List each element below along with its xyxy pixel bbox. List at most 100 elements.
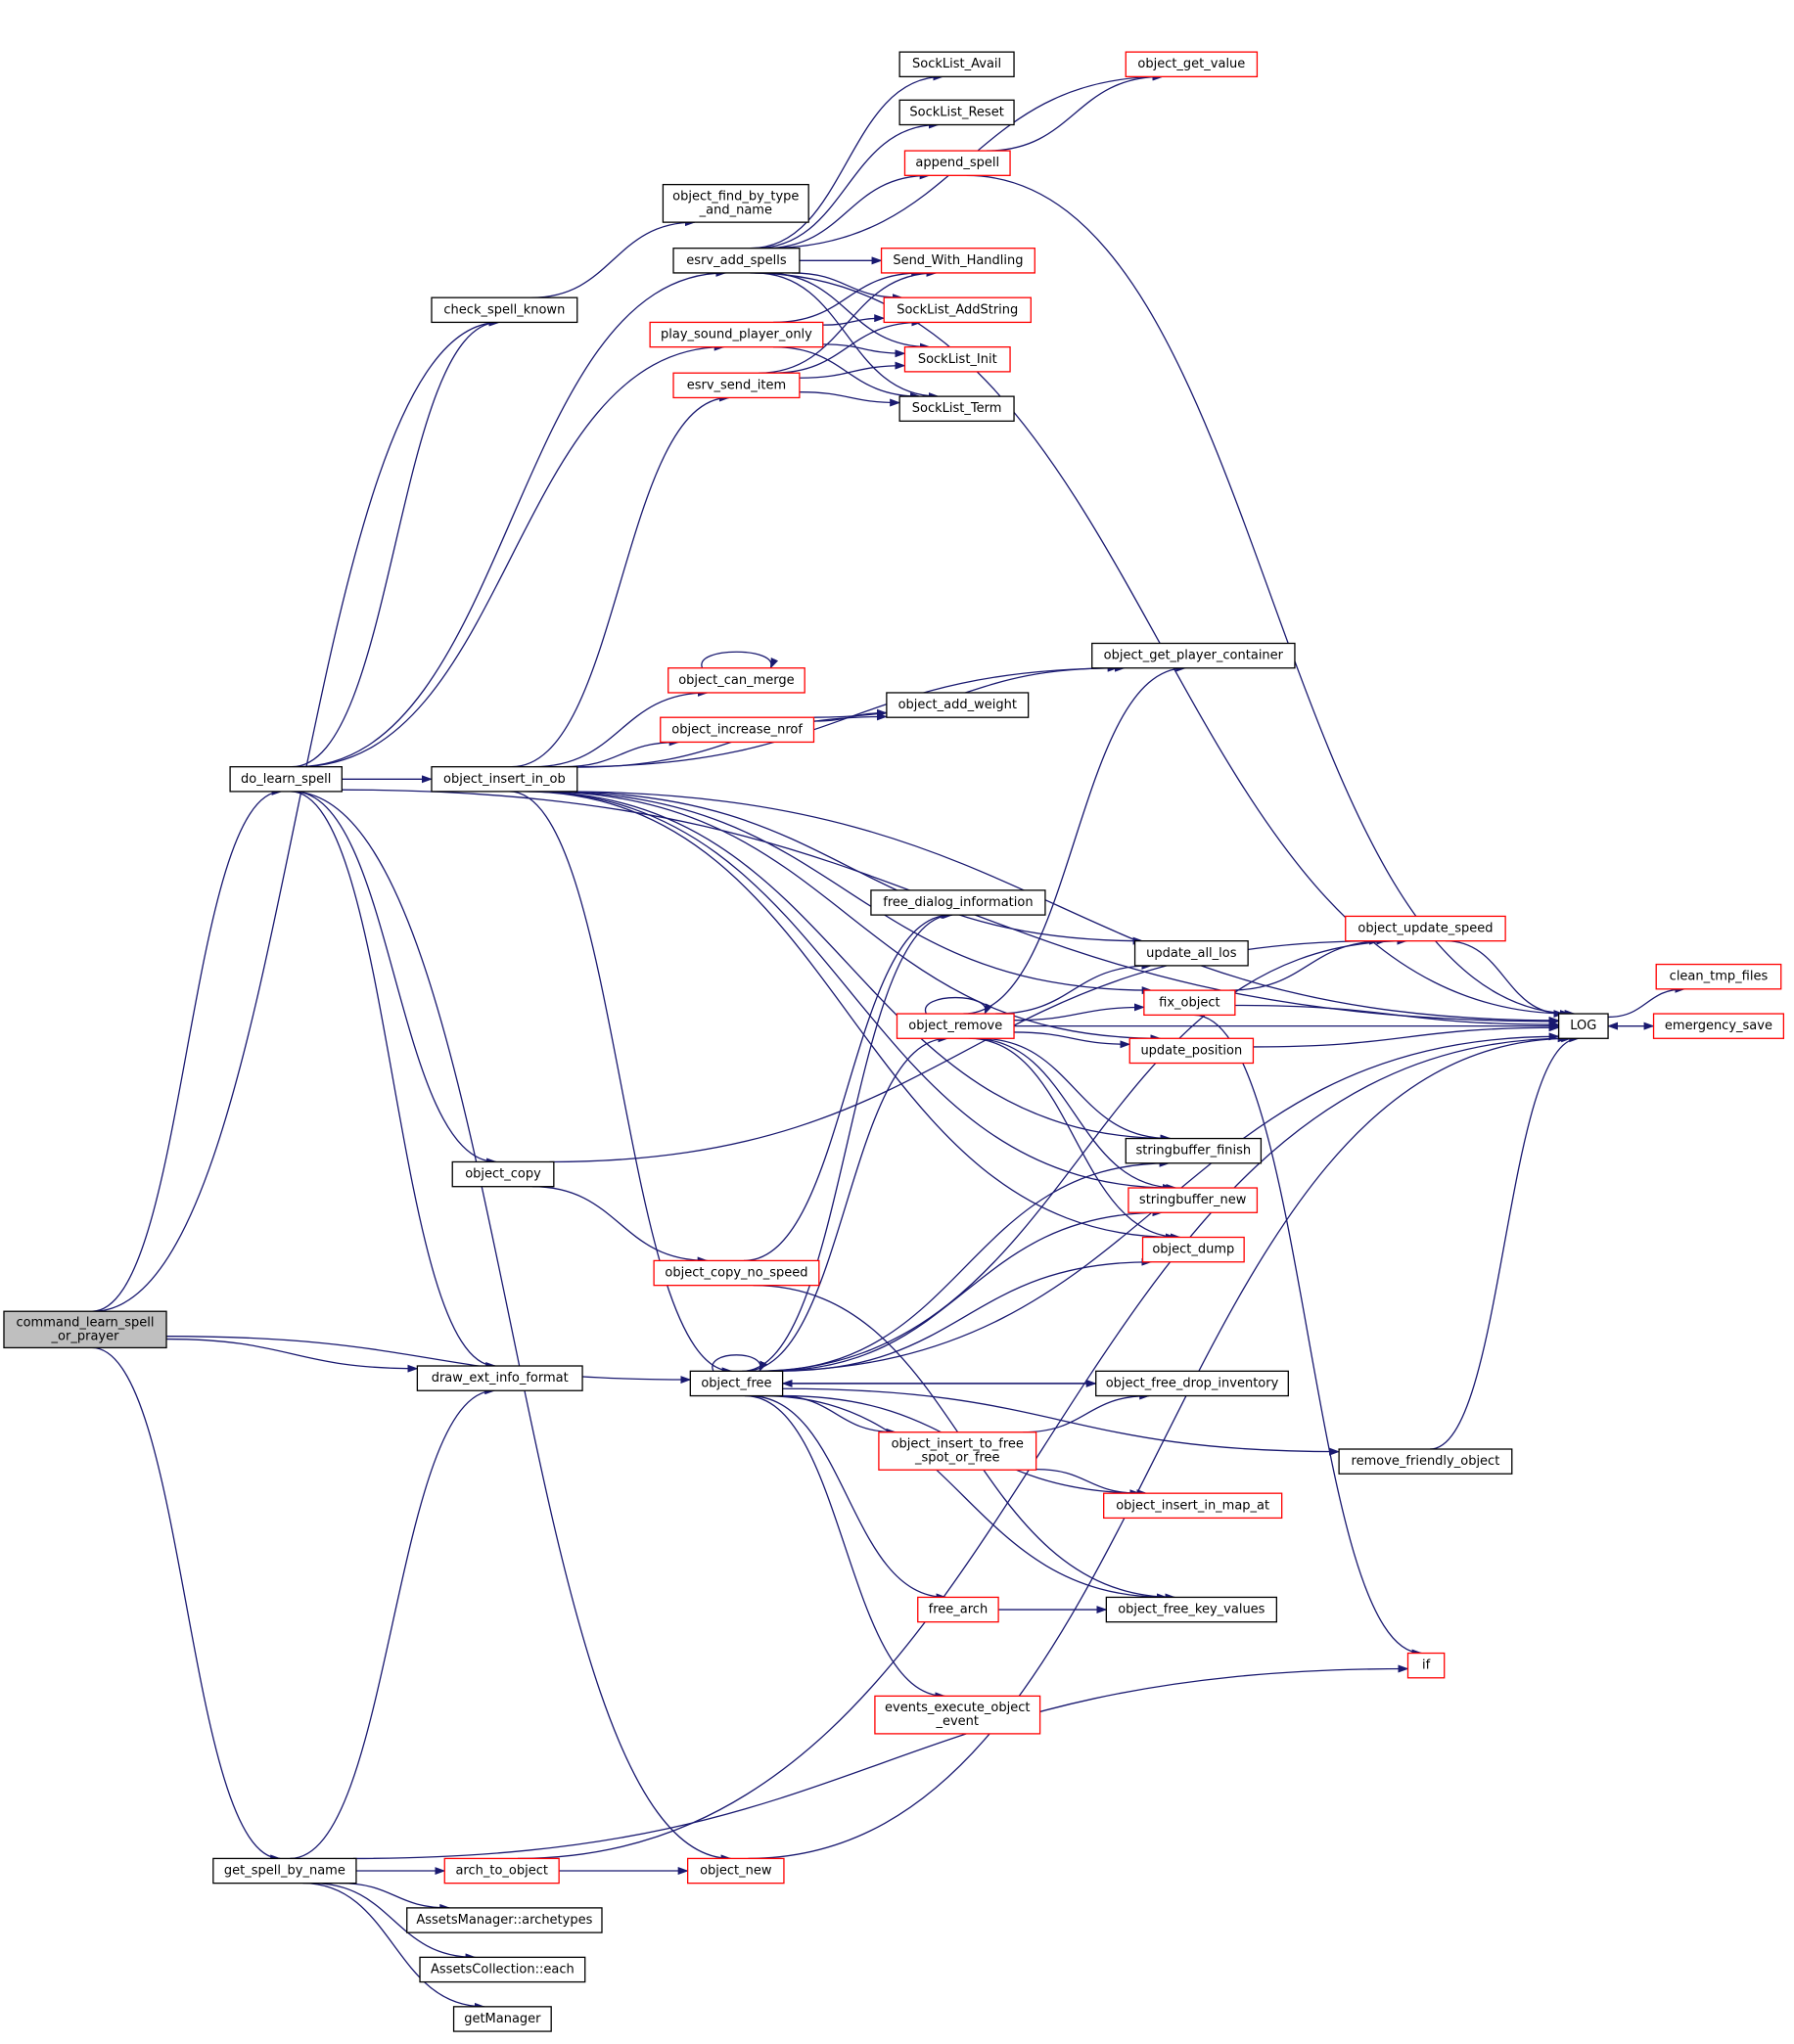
node-esrv_send_item[interactable]: esrv_send_item [672,372,801,399]
call-edge-object_insert_to_free_spot_or_free-to-object_free_drop_inventory [1023,1391,1151,1433]
node-SockList_Term[interactable]: SockList_Term [898,395,1015,423]
call-edge [760,1158,1171,1372]
call-edge [530,218,696,298]
node-label: free_arch [929,1603,989,1617]
node-box [896,1013,1015,1039]
node-label: if [1422,1658,1431,1673]
call-edge-play_sound_player_only-to-SockList_AddString [822,314,886,326]
node-update_position[interactable]: update_position [1128,1037,1255,1065]
node-box [1143,989,1236,1017]
node-label: _or_prayer [51,1329,120,1343]
node-box [1557,1013,1609,1039]
node-box [1125,1137,1263,1164]
node-object_get_player_container[interactable]: object_get_player_container [1091,642,1296,669]
call-edge-object_insert_in_ob-to-update_position [535,791,1162,1043]
node-LOG[interactable]: LOG [1557,1013,1609,1039]
node-object_get_value[interactable]: object_get_value [1125,51,1259,78]
call-edge [1445,940,1565,1019]
node-update_all_los[interactable]: update_all_los [1133,940,1249,967]
call-edge-get_spell_by_name-to-getManager [302,1883,485,2011]
node-label: remove_friendly_object [1352,1454,1500,1469]
node-box [660,716,815,744]
node-object_update_speed[interactable]: object_update_speed [1345,915,1506,942]
call-edge-object_free-to-object_remove [744,1034,949,1372]
call-edge [1014,1031,1131,1049]
node-AssetsCollection_each[interactable]: AssetsCollection::each [419,1956,586,1983]
call-edge-command_learn_spell_or_prayer-to-check_spell_known [92,318,501,1312]
node-get_spell_by_name[interactable]: get_spell_by_name [212,1857,357,1885]
call-edge-esrv_add_spells-to-SockList_Avail [750,72,944,250]
node-object_can_merge[interactable]: object_can_merge [667,667,805,694]
node-box [886,692,1030,718]
node-clean_tmp_files[interactable]: clean_tmp_files [1655,963,1782,990]
call-edge [799,391,901,407]
node-box [1105,1596,1278,1623]
node-SockList_Avail[interactable]: SockList_Avail [898,51,1015,78]
node-check_spell_known[interactable]: check_spell_known [431,296,578,324]
node-object_insert_in_map_at[interactable]: object_insert_in_map_at [1103,1492,1283,1520]
call-edge-command_learn_spell_or_prayer-to-do_learn_spell [91,787,283,1312]
call-edge [744,1034,949,1372]
node-label: _spot_or_free [914,1451,1000,1466]
call-edge [1014,1003,1145,1022]
call-edge-object_free-to-events_execute_object_event [744,1394,946,1701]
call-edge-update_position-to-LOG [1253,1023,1560,1048]
node-append_spell[interactable]: append_spell [903,150,1011,176]
node-esrv_add_spells[interactable]: esrv_add_spells [672,248,801,274]
call-edge-esrv_send_item-to-SockList_Init [799,361,906,379]
node-label: getManager [464,2012,541,2026]
node-object_new[interactable]: object_new [687,1857,785,1885]
node-object_free_key_values[interactable]: object_free_key_values [1105,1596,1278,1623]
node-object_copy[interactable]: object_copy [451,1160,555,1188]
node-label: _and_name [699,203,772,217]
node-if[interactable]: if [1406,1652,1446,1679]
call-edge-object_insert_in_ob-to-stringbuffer_finish [527,791,1172,1143]
node-object_insert_in_ob[interactable]: object_insert_in_ob [431,766,578,793]
node-object_increase_nrof[interactable]: object_increase_nrof [660,716,815,744]
node-object_remove[interactable]: object_remove [896,1013,1015,1039]
call-edge-LOG-to-clean_tmp_files [1608,984,1686,1019]
node-fix_object[interactable]: fix_object [1143,989,1236,1017]
node-label: object_get_value [1137,57,1245,71]
node-draw_ext_info_format[interactable]: draw_ext_info_format [416,1365,583,1391]
node-getManager[interactable]: getManager [452,2006,552,2032]
node-play_sound_player_only[interactable]: play_sound_player_only [649,321,824,348]
node-arch_to_object[interactable]: arch_to_object [443,1857,560,1885]
node-do_learn_spell[interactable]: do_learn_spell [229,766,343,793]
call-edge [353,1664,1409,1860]
node-SockList_Reset[interactable]: SockList_Reset [898,99,1015,126]
node-box [431,766,578,793]
call-edge-object_free-to-object_free [712,1354,767,1373]
node-free_dialog_information[interactable]: free_dialog_information [870,889,1046,916]
node-box [687,1857,785,1885]
node-object_find_by_type_and_name[interactable]: object_find_by_type_and_name [662,183,809,223]
node-label: command_learn_spell [16,1315,154,1330]
call-edge [963,663,1187,1015]
node-events_execute_object_event[interactable]: events_execute_object_event [874,1695,1041,1735]
call-edge [748,1394,947,1602]
node-object_dump[interactable]: object_dump [1141,1236,1245,1263]
node-label: object_insert_in_map_at [1116,1498,1269,1513]
call-edge-get_spell_by_name-to-AssetsCollection_each [311,1883,477,1962]
node-remove_friendly_object[interactable]: remove_friendly_object [1338,1448,1513,1475]
node-box [3,1310,167,1349]
call-edge [527,791,1172,1143]
node-object_free[interactable]: object_free [689,1370,784,1397]
node-SockList_Init[interactable]: SockList_Init [903,345,1011,373]
node-SockList_AddString[interactable]: SockList_AddString [883,296,1032,324]
node-label: esrv_add_spells [686,253,787,268]
node-AssetsManager_archetypes[interactable]: AssetsManager::archetypes [406,1907,603,1933]
call-edge [166,1336,692,1385]
node-stringbuffer_finish[interactable]: stringbuffer_finish [1125,1137,1263,1164]
node-object_add_weight[interactable]: object_add_weight [886,692,1030,718]
node-Send_With_Handling[interactable]: Send_With_Handling [880,248,1035,274]
node-box [878,1431,1037,1471]
node-emergency_save[interactable]: emergency_save [1652,1013,1785,1039]
node-stringbuffer_new[interactable]: stringbuffer_new [1127,1187,1259,1213]
call-edge-do_learn_spell-to-object_copy [293,791,498,1166]
node-box [903,150,1011,176]
node-object_copy_no_speed[interactable]: object_copy_no_speed [653,1259,820,1287]
node-free_arch[interactable]: free_arch [917,1596,999,1623]
node-object_free_drop_inventory[interactable]: object_free_drop_inventory [1095,1370,1289,1397]
node-object_insert_to_free_spot_or_free[interactable]: object_insert_to_free_spot_or_free [878,1431,1037,1471]
